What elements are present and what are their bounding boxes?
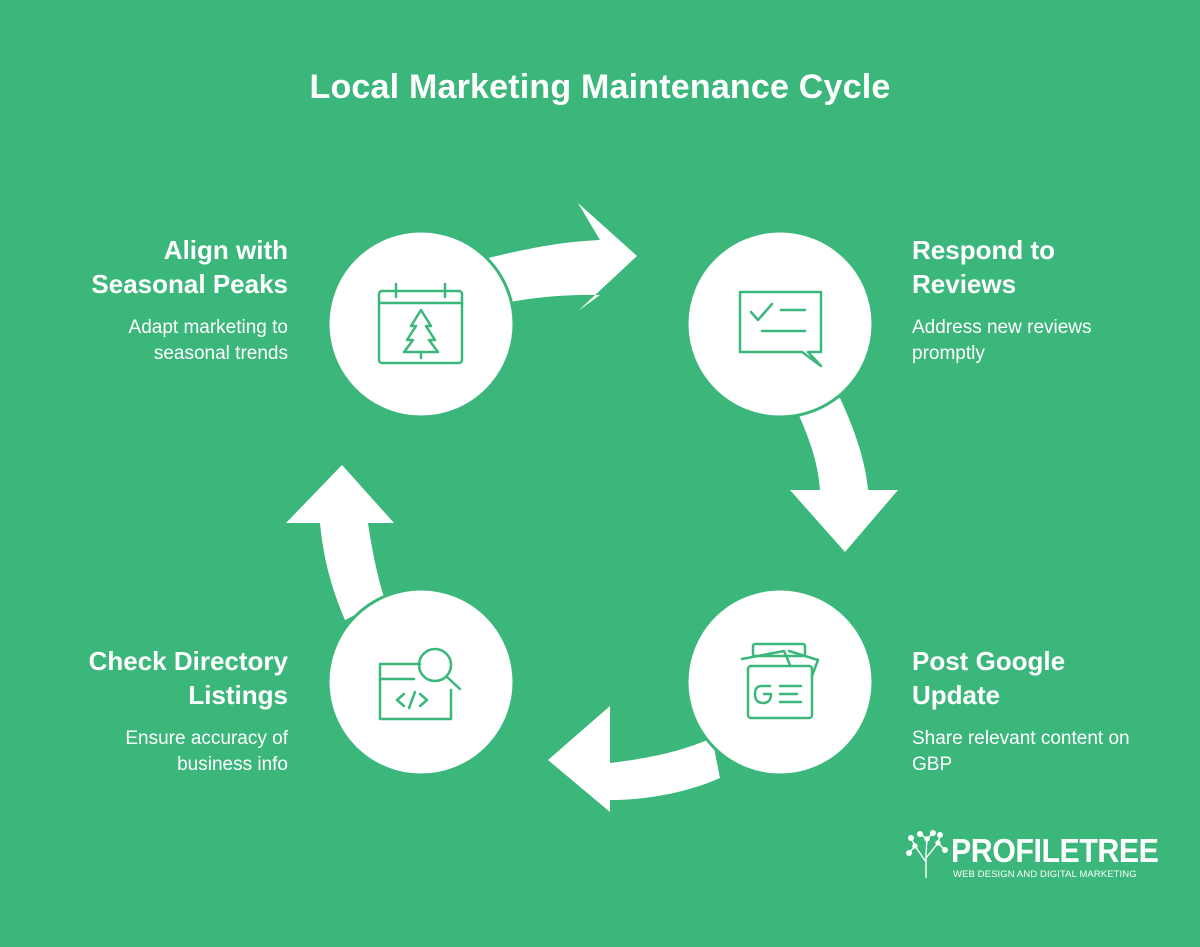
step-title: Check Directory Listings: [48, 644, 288, 712]
step-description-line: Address new reviews: [912, 317, 1092, 338]
step-description-line: Adapt marketing to: [128, 317, 288, 338]
step-description-line: GBP: [912, 754, 953, 775]
step-title: Align with Seasonal Peaks: [48, 233, 288, 301]
step-title-line: Seasonal Peaks: [91, 269, 288, 299]
step-description-line: business info: [177, 754, 288, 775]
step-title-line: Post Google: [912, 646, 1066, 676]
diagram-title: Local Marketing Maintenance Cycle: [309, 68, 891, 106]
arrow-right: [790, 398, 898, 552]
step-seasonal-peaks: Align with Seasonal Peaks Adapt marketin…: [48, 233, 288, 367]
step-title-line: Align with: [163, 235, 288, 265]
logo-tagline: WEB DESIGN AND DIGITAL MARKETING: [953, 869, 1137, 880]
google-post-icon: [740, 642, 820, 720]
code-search-icon: [378, 647, 462, 721]
step-title-line: Listings: [188, 680, 288, 710]
arrow-left: [286, 465, 394, 620]
step-description-line: Share relevant content on: [912, 728, 1130, 749]
review-checklist-icon: [738, 290, 823, 368]
step-description-line: Ensure accuracy of: [125, 728, 288, 749]
step-directory-listings: Check Directory Listings Ensure accuracy…: [48, 644, 288, 778]
step-title-line: Check Directory: [88, 646, 288, 676]
step-description-line: seasonal trends: [153, 343, 288, 364]
arrow-top: [488, 203, 637, 311]
node-circle-reviews: [685, 229, 875, 419]
profiletree-logo-icon: [906, 830, 949, 878]
step-respond-reviews: Respond to Reviews Address new reviews p…: [912, 233, 1152, 367]
step-description: Share relevant content on GBP: [912, 726, 1182, 778]
step-description: Address new reviews promptly: [912, 315, 1152, 367]
node-circle-google: [685, 587, 875, 777]
step-google-update: Post Google Update Share relevant conten…: [912, 644, 1182, 778]
step-description: Ensure accuracy of business info: [48, 726, 288, 778]
arrow-bottom: [548, 706, 720, 812]
step-title-line: Respond to: [912, 235, 1055, 265]
step-description: Adapt marketing to seasonal trends: [48, 315, 288, 367]
step-description-line: promptly: [912, 343, 985, 364]
step-title: Respond to Reviews: [912, 233, 1152, 301]
step-title: Post Google Update: [912, 644, 1182, 712]
step-title-line: Update: [912, 680, 1001, 710]
node-circle-seasonal: [326, 229, 516, 419]
node-circle-directory: [326, 587, 516, 777]
step-title-line: Reviews: [912, 269, 1017, 299]
calendar-tree-icon: [377, 282, 464, 365]
logo-name: PROFILETREE: [951, 832, 1159, 869]
